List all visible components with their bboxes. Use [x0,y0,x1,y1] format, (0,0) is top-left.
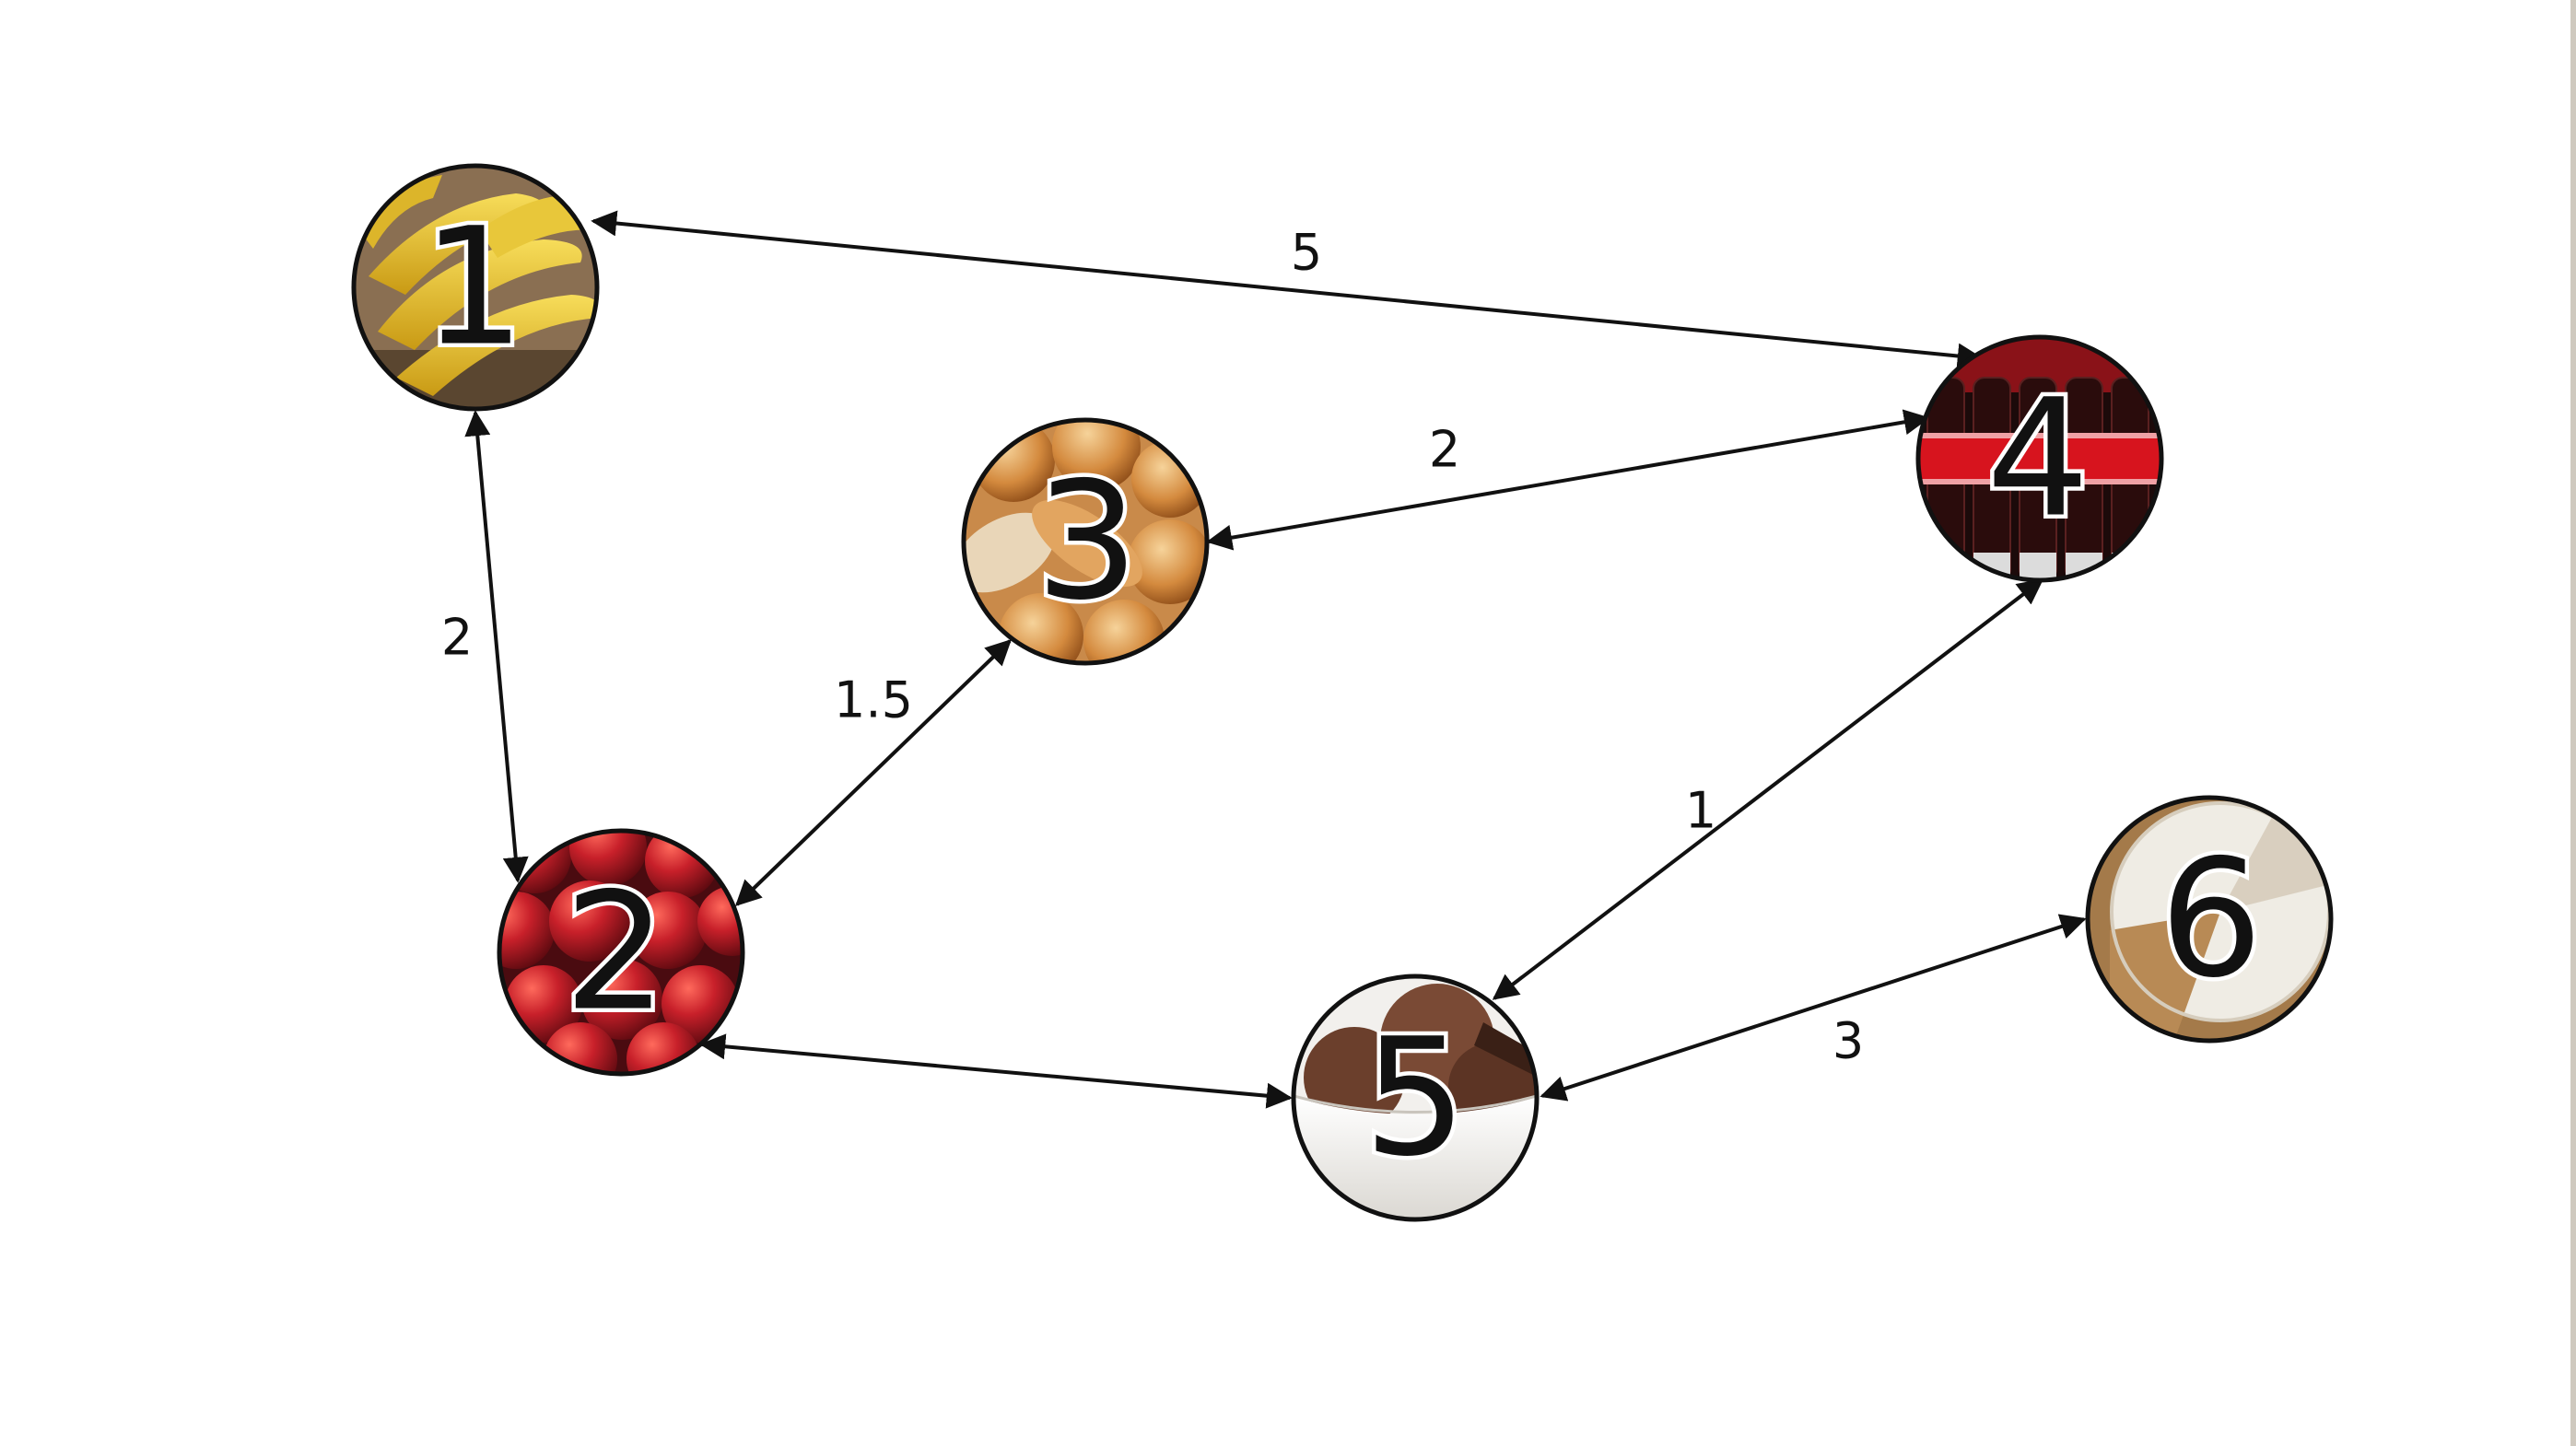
edge-weight-5-6: 3 [1832,1012,1864,1070]
frame-edge [2570,0,2576,1446]
nodes-layer: 1 2 [351,163,2334,1225]
node-4-label: 4 [1986,365,2090,554]
node-2[interactable]: 2 [477,809,767,1096]
edge-3-4[interactable] [1206,409,1930,551]
node-5[interactable]: 5 [1290,974,1548,1225]
edge-2-5[interactable] [699,1033,1293,1109]
edge-1-4[interactable] [591,210,1984,369]
chocolate-ice-cream-image [1294,976,1537,1219]
edge-5-6[interactable] [1540,914,2087,1102]
edge-weight-1-2: 2 [441,609,473,667]
node-1[interactable]: 1 [351,163,602,412]
cheese-wheel-image [2088,798,2331,1041]
edge-weight-3-4: 2 [1429,421,1460,479]
edge-weight-1-4: 5 [1291,224,1322,282]
edge-labels-layer: 5 2 2 1.5 1 3 [441,224,1864,1070]
edge-1-2[interactable] [464,410,529,883]
node-1-label: 1 [422,193,525,382]
edge-weight-4-5: 1 [1685,782,1716,840]
node-6[interactable]: 6 [2085,795,2334,1044]
node-5-label: 5 [1364,1004,1467,1193]
node-3-label: 3 [1036,448,1139,636]
node-6-label: 6 [2160,825,2263,1014]
node-2-label: 2 [564,858,667,1047]
node-3[interactable]: 3 [940,402,1212,681]
node-4[interactable]: 4 [1915,334,2164,583]
edge-4-5[interactable] [1492,578,2044,1000]
edge-2-3[interactable] [734,639,1013,906]
edge-weight-2-3: 1.5 [834,671,913,729]
edges-layer [464,210,2087,1109]
